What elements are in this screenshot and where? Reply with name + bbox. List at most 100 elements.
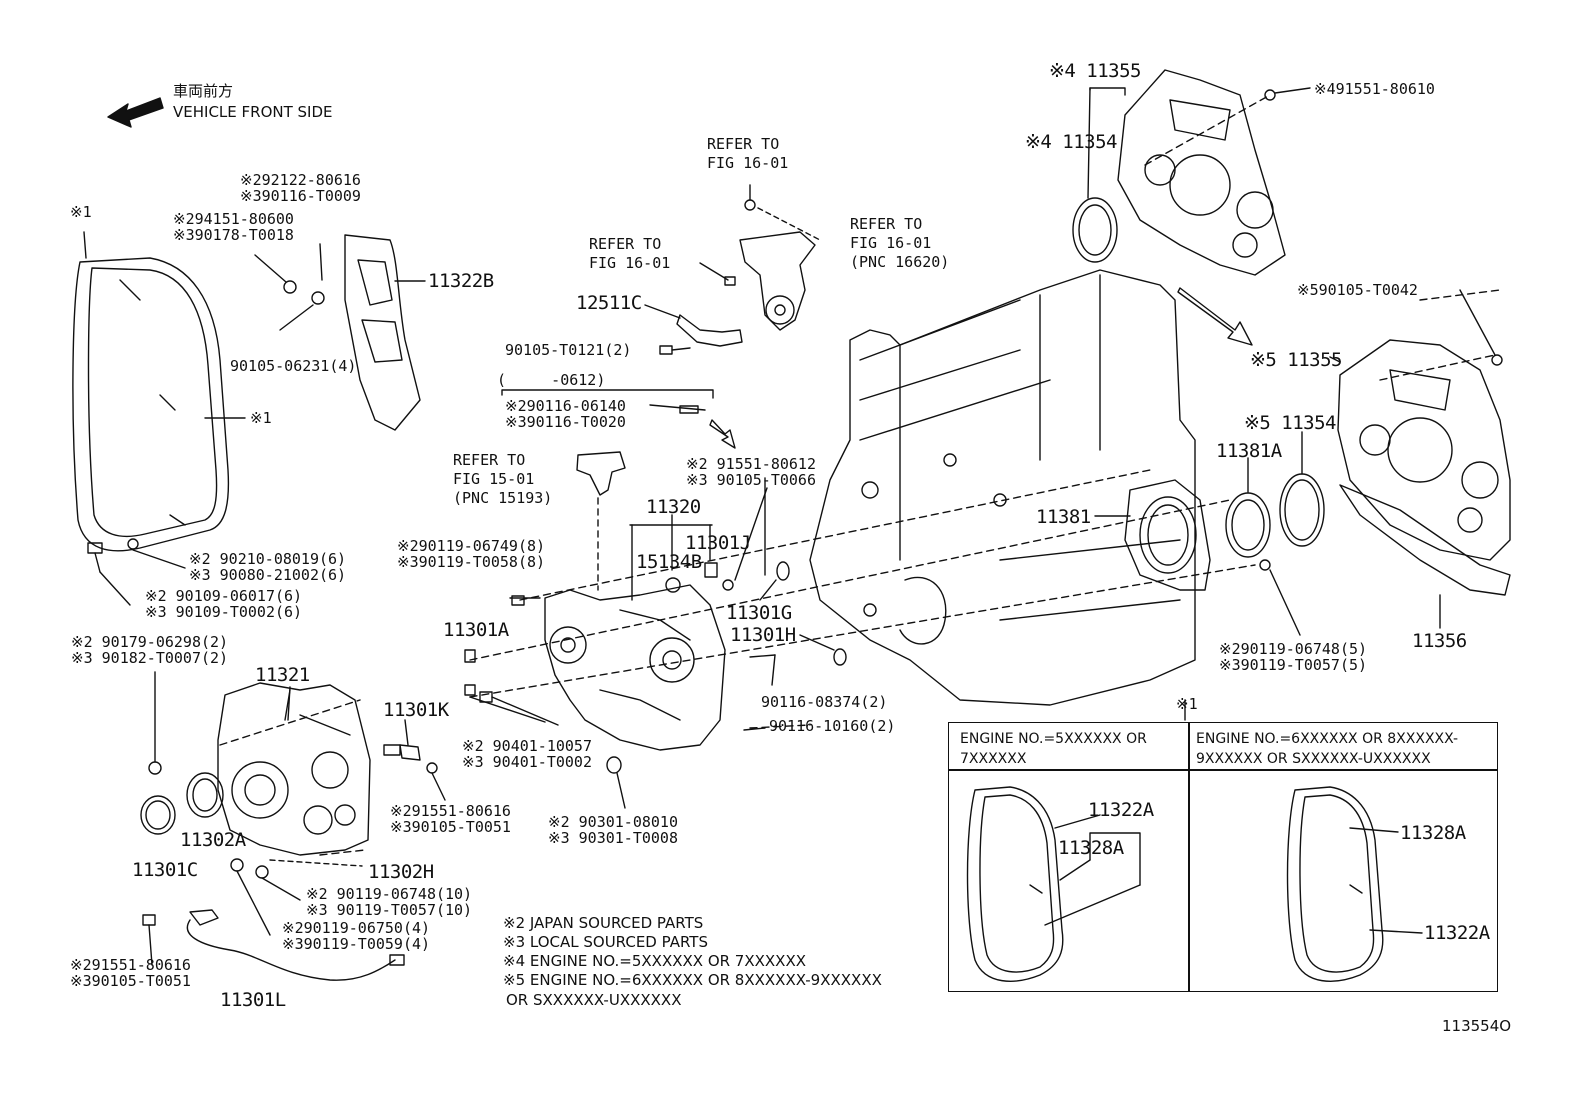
date-range-note: ( -0612) xyxy=(497,371,606,389)
small-seals xyxy=(464,561,847,809)
part-number-11328A: 11328A xyxy=(1058,837,1124,859)
vehicle-front-arrow-icon xyxy=(107,97,164,128)
part-number-11301H: 11301H xyxy=(730,624,796,646)
part-callout: ※2 91551-80612 xyxy=(686,455,816,473)
part-number-15134B: 15134B xyxy=(636,551,702,573)
table-header-divider xyxy=(948,769,1498,771)
part-callout: 90116-10160(2) xyxy=(769,717,896,735)
part-callout: ※390116-T0009 xyxy=(240,187,361,205)
table-header-col2: ENGINE NO.=6XXXXXX OR 8XXXXXX- xyxy=(1196,731,1459,747)
legend-note: ※2 JAPAN SOURCED PARTS xyxy=(503,914,704,932)
legend-note: ※5 ENGINE NO.=6XXXXXX OR 8XXXXXX-9XXXXXX xyxy=(503,971,882,989)
sensor-11301L xyxy=(142,909,405,981)
part-callout: ※3 90109-T0002(6) xyxy=(145,603,303,621)
part-callout: ※290116-06140 xyxy=(505,397,626,415)
part-callout: ※2 90109-06017(6) xyxy=(145,587,303,605)
engine-variant-table xyxy=(948,722,1498,992)
table-header-col1: 7XXXXXX xyxy=(960,751,1027,767)
leader-lines xyxy=(469,477,1186,723)
bracket-11322B xyxy=(254,234,426,431)
part-callout: ※390119-T0059(4) xyxy=(282,935,431,953)
part-callout: ※291551-80616 xyxy=(70,956,191,974)
part-number-11301C: 11301C xyxy=(132,859,198,881)
seal-retainer-11381 xyxy=(1094,431,1325,636)
part-number-11356: 11356 xyxy=(1412,630,1467,652)
part-number-11301K: 11301K xyxy=(383,699,449,721)
part-number-11354: ※5 11354 xyxy=(1244,412,1337,434)
legend-note: ※3 LOCAL SOURCED PARTS xyxy=(503,933,708,951)
alignment-lines xyxy=(219,94,1501,856)
refer-note: REFER TO xyxy=(453,451,526,469)
part-callout: 90105-T0121(2) xyxy=(505,341,632,359)
refer-note: (PNC 15193) xyxy=(453,489,553,507)
legend-note: OR SXXXXXX-UXXXXXX xyxy=(506,991,682,1009)
part-callout: ※2 90301-08010 xyxy=(548,813,678,831)
table-cover-right xyxy=(1286,786,1423,982)
part-callout: ※290119-06750(4) xyxy=(282,919,431,937)
engine-block xyxy=(809,269,1196,706)
front-cover-11321 xyxy=(140,671,446,936)
table-header-col2: 9XXXXXX OR SXXXXXX-UXXXXXX xyxy=(1196,751,1431,767)
tensioner-assembly xyxy=(699,184,821,331)
bolts-left xyxy=(87,538,186,606)
part-callout: ※590105-T0042 xyxy=(1297,281,1418,299)
part-callout: ※3 90401-T0002 xyxy=(462,753,592,771)
part-callout: ※292122-80616 xyxy=(240,171,361,189)
callout-kome1: ※1 xyxy=(1176,695,1198,713)
part-callout: ※390119-T0058(8) xyxy=(397,553,546,571)
refer-note: FIG 15-01 xyxy=(453,470,535,488)
part-callout: ※291551-80616 xyxy=(390,802,511,820)
table-divider xyxy=(1188,722,1190,992)
part-callout: ※2 90401-10057 xyxy=(462,737,592,755)
callout-kome1: ※1 xyxy=(70,203,92,221)
part-number-11355: ※4 11355 xyxy=(1049,60,1142,82)
refer-note: FIG 16-01 xyxy=(707,154,789,172)
rear-plate-11355-type5 xyxy=(1329,289,1511,629)
part-number-11354: ※4 11354 xyxy=(1025,131,1118,153)
part-number-11302A: 11302A xyxy=(180,829,246,851)
part-callout: ※390116-T0020 xyxy=(505,413,626,431)
part-number-11381A: 11381A xyxy=(1216,440,1282,462)
part-number-11321: 11321 xyxy=(255,664,310,686)
part-callout: ※390119-T0057(5) xyxy=(1219,656,1368,674)
part-callout: ※390178-T0018 xyxy=(173,226,294,244)
part-callout: ※3 90080-21002(6) xyxy=(189,566,347,584)
part-number-11301G: 11301G xyxy=(726,602,792,624)
figure-number: 113554O xyxy=(1442,1017,1512,1035)
vehicle-front-label-jp: 車両前方 xyxy=(173,82,234,100)
bracket-12511C xyxy=(644,304,743,355)
part-number-11301J: 11301J xyxy=(685,532,751,554)
refer-note: REFER TO xyxy=(707,135,780,153)
legend-note: ※4 ENGINE NO.=5XXXXXX OR 7XXXXXX xyxy=(503,952,807,970)
part-callout: 90116-08374(2) xyxy=(761,693,888,711)
part-callout: ※3 90301-T0008 xyxy=(548,829,678,847)
gasket-15193 xyxy=(576,451,626,591)
part-callout: ※390105-T0051 xyxy=(70,972,191,990)
refer-note: REFER TO xyxy=(589,235,662,253)
part-callout: ※290119-06748(5) xyxy=(1219,640,1368,658)
part-number-11355: ※5 11355 xyxy=(1250,349,1343,371)
part-number-12511C: 12511C xyxy=(576,292,642,314)
vehicle-front-label-en: VEHICLE FRONT SIDE xyxy=(173,103,333,121)
part-number-11301A: 11301A xyxy=(443,619,509,641)
part-callout: ※390105-T0051 xyxy=(390,818,511,836)
part-number-11322A: 11322A xyxy=(1088,799,1154,821)
table-header-col1: ENGINE NO.=5XXXXXX OR xyxy=(960,731,1147,747)
part-callout: ※3 90182-T0007(2) xyxy=(71,649,229,667)
part-callout: ※3 90119-T0057(10) xyxy=(306,901,473,919)
callout-kome1: ※1 xyxy=(250,409,272,427)
rear-plate-11355-type4 xyxy=(1072,69,1311,276)
part-callout: ※294151-80600 xyxy=(173,210,294,228)
part-number-11381: 11381 xyxy=(1036,506,1091,528)
part-number-11302H: 11302H xyxy=(368,861,434,883)
refer-note: FIG 16-01 xyxy=(589,254,671,272)
part-callout: ※2 90210-08019(6) xyxy=(189,550,347,568)
part-number-11322B: 11322B xyxy=(428,270,494,292)
refer-note: REFER TO xyxy=(850,215,923,233)
part-callout: ※2 90179-06298(2) xyxy=(71,633,229,651)
timing-cover-11322A xyxy=(72,231,246,552)
direction-arrow-icon xyxy=(1177,287,1253,346)
part-callout: 90105-06231(4) xyxy=(230,357,357,375)
refer-note: (PNC 16620) xyxy=(850,253,950,271)
